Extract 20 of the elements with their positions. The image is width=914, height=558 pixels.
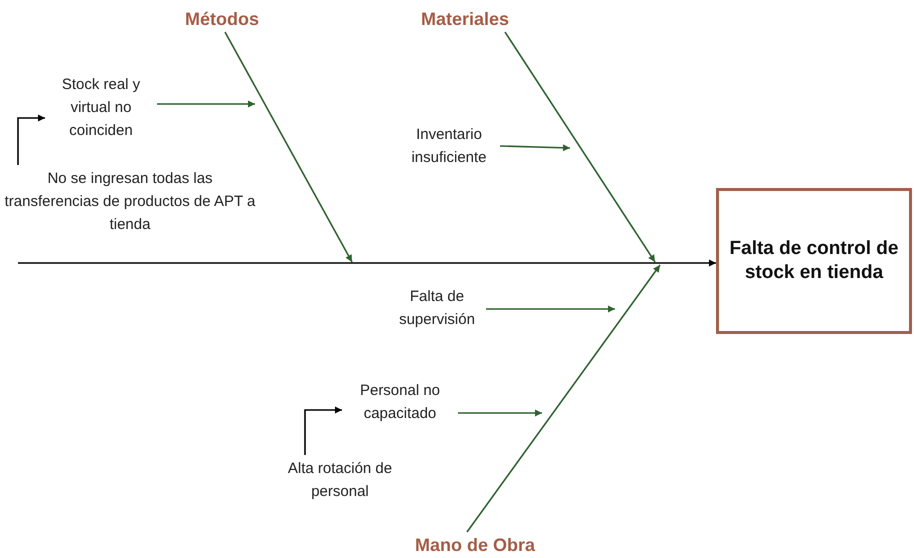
cause-label: Alta rotación de personal xyxy=(262,455,418,505)
arrow xyxy=(500,144,570,152)
arrow xyxy=(304,406,342,455)
cause-label: No se ingresan todas las transferencias de productos de APT a tienda xyxy=(4,165,256,237)
arrow xyxy=(486,306,615,312)
arrow xyxy=(157,100,255,108)
arrow xyxy=(458,410,542,416)
cause-label: Stock real y virtual no coinciden xyxy=(45,72,157,142)
cause-label: Inventario insuficiente xyxy=(398,122,500,170)
arrow xyxy=(17,114,45,165)
category-label: Mano de Obra xyxy=(392,532,558,558)
effect-box: Falta de control de stock en tienda xyxy=(716,188,912,334)
arrow xyxy=(224,32,353,262)
arrow xyxy=(504,32,656,262)
arrow xyxy=(18,260,716,266)
cause-label: Falta de supervisión xyxy=(388,284,486,332)
arrow xyxy=(466,264,661,532)
cause-label: Personal no capacitado xyxy=(342,378,458,426)
category-label: Métodos xyxy=(172,6,272,32)
category-label: Materiales xyxy=(405,6,525,32)
